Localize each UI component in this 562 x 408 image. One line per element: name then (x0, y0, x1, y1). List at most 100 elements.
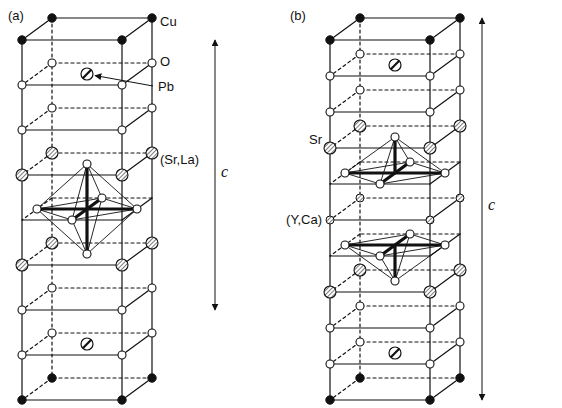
layer-edge (360, 125, 460, 126)
oxygen-atom (48, 284, 56, 292)
oxygen-atom (326, 360, 334, 368)
layer-edge (52, 242, 152, 243)
layer-edge (330, 54, 360, 76)
layer-edge (52, 332, 152, 333)
layer-edge (22, 288, 52, 310)
dimension-arrow (482, 18, 483, 400)
panel-label: (a) (8, 9, 24, 23)
cation-atom (116, 259, 128, 271)
copper-atom (18, 396, 26, 404)
copper-atom (118, 36, 126, 44)
unit-cell (16, 14, 158, 404)
oxygen-atom (426, 324, 434, 332)
layer-edge (22, 39, 122, 40)
layer-edge (430, 18, 460, 40)
dimension-arrow (215, 40, 216, 310)
cation-atom (146, 237, 158, 249)
lead-atom-mark (391, 61, 399, 69)
copper-atom (48, 374, 56, 382)
oxygen-atom (48, 104, 56, 112)
layer-edge (122, 108, 152, 130)
oxygen-atom (376, 180, 384, 188)
layer-edge (330, 39, 430, 40)
oxygen-atom (391, 133, 399, 141)
polyhedron-edge (410, 234, 445, 245)
layer-edge (122, 333, 152, 355)
layer-edge (430, 90, 460, 112)
layer-edge (330, 327, 430, 328)
atom-label: (Y,Ca) (286, 213, 322, 227)
layer-edge (22, 63, 52, 85)
layer-edge (52, 107, 152, 108)
lead-atom-mark (391, 349, 399, 357)
layer-edge (330, 306, 360, 328)
layer-edge (430, 198, 460, 220)
atoms (16, 14, 158, 404)
cation-atom (454, 264, 466, 276)
polyhedron-bond (393, 137, 396, 173)
cation-atom (116, 169, 128, 181)
copper-atom (326, 36, 334, 44)
oxygen-atom (441, 169, 449, 177)
polyhedron-edge (102, 198, 137, 209)
copper-atom (326, 396, 334, 404)
copper-atom (356, 374, 364, 382)
oxygen-atom (326, 108, 334, 116)
layer-edge (122, 288, 152, 310)
cation-atom (424, 142, 436, 154)
layer-edge (122, 18, 152, 40)
polyhedron-edge (345, 173, 380, 184)
oxygen-atom (376, 252, 384, 260)
atom-label: O (160, 55, 170, 69)
copper-atom (426, 396, 434, 404)
oxygen-atom (83, 250, 91, 258)
oxygen-atom (33, 205, 41, 213)
layer-edge (330, 111, 430, 112)
oxygen-atom (148, 329, 156, 337)
layer-edge (360, 53, 460, 54)
leader-arrow (95, 76, 153, 87)
lead-atom (389, 347, 401, 359)
oxygen-atom (48, 329, 56, 337)
oxygen-atom (456, 50, 464, 58)
layer-edge (330, 291, 430, 292)
oxygen-atom (356, 50, 364, 58)
layer-edge (52, 152, 152, 153)
polyhedron-edge (345, 245, 380, 256)
oxygen-atom (456, 86, 464, 94)
layer-edge (330, 198, 360, 220)
lead-atom-mark (83, 340, 91, 348)
oxygen-atom (426, 108, 434, 116)
layer-edge (52, 62, 152, 63)
layer-edge (330, 363, 430, 364)
copper-atom (18, 36, 26, 44)
layer-edge (22, 399, 122, 400)
panel-label: (b) (290, 9, 306, 23)
polyhedron-bond (85, 164, 88, 209)
cation-atom (16, 169, 28, 181)
oxygen-atom (148, 104, 156, 112)
layer-edge (22, 174, 122, 175)
layer-edge (330, 342, 360, 364)
copper-atom (426, 36, 434, 44)
oxygen-atom (148, 59, 156, 67)
polyhedron-edge (72, 220, 87, 254)
oxygen-atom (341, 169, 349, 177)
polyhedron-bond (393, 245, 396, 281)
oxygen-atom (426, 360, 434, 368)
lead-atom (81, 338, 93, 350)
oxygen-atom (118, 351, 126, 359)
layer-edge (52, 287, 152, 288)
oxygen-atom (356, 86, 364, 94)
layer-edge (22, 18, 52, 40)
lead-atom-mark (83, 70, 91, 78)
atom-label: Cu (160, 15, 177, 29)
oxygen-atom (326, 72, 334, 80)
oxygen-atom (406, 230, 414, 238)
oxygen-atom (148, 284, 156, 292)
copper-atom (118, 396, 126, 404)
atom-label: (Sr,La) (160, 153, 199, 167)
cation-atom (454, 120, 466, 132)
copper-atom (356, 14, 364, 22)
